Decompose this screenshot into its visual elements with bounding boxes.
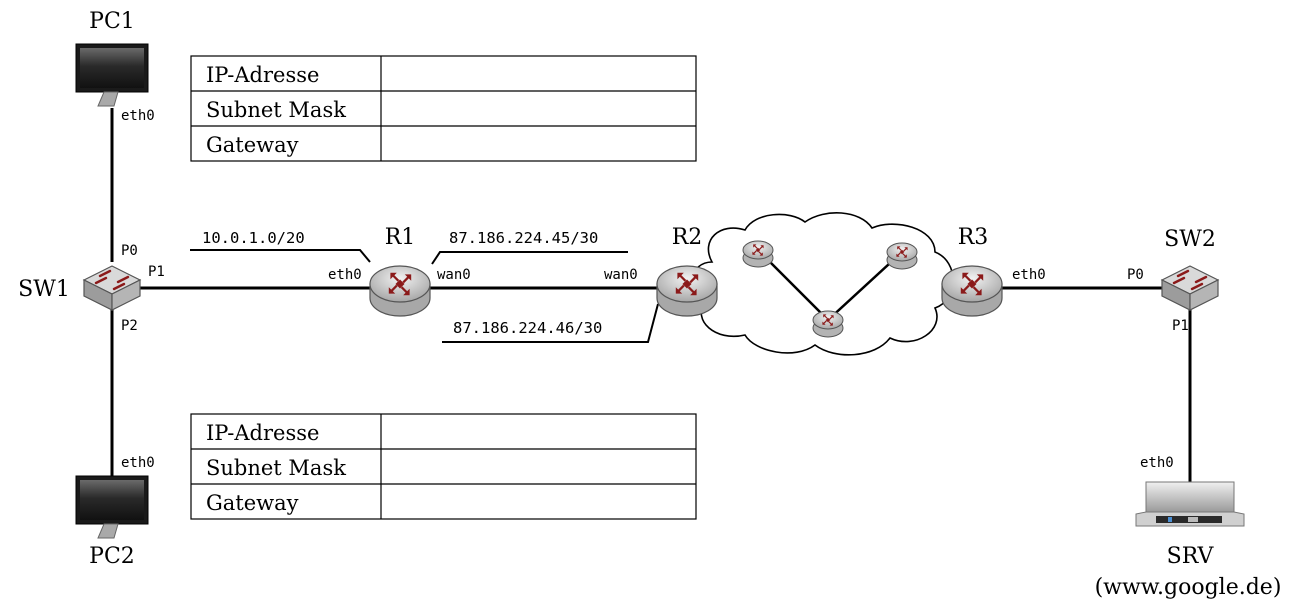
switch-sw2-icon (1160, 265, 1220, 311)
r1-label: R1 (385, 225, 416, 250)
pc1-label: PC1 (89, 9, 135, 34)
cloud-router-1 (742, 240, 774, 268)
r2-wan-label-line (442, 303, 659, 343)
config-bottom-label-mask: Subnet Mask (206, 456, 346, 480)
r2-port-wan0: wan0 (604, 267, 638, 283)
r3-label: R3 (958, 225, 989, 250)
sw1-port-p2: P2 (121, 318, 138, 334)
monitor-pc2-icon (75, 475, 149, 539)
pc2-port-eth0: eth0 (121, 455, 155, 471)
cloud-router-3 (886, 242, 918, 270)
config-table-top (190, 55, 697, 162)
config-top-label-ip: IP-Adresse (206, 63, 319, 87)
r1-wan-ip-label: 87.186.224.45/30 (449, 229, 598, 247)
server-srv-icon (1135, 481, 1245, 527)
r2-label: R2 (672, 225, 703, 250)
r3-port-eth0: eth0 (1012, 267, 1046, 283)
sw2-port-p1: P1 (1172, 318, 1189, 334)
sw2-label: SW2 (1164, 227, 1216, 252)
router-r2-icon (656, 265, 718, 317)
config-bottom-label-ip: IP-Adresse (206, 421, 319, 445)
config-table-bottom (190, 413, 697, 520)
monitor-pc1-icon (75, 43, 149, 107)
sw1-port-p0: P0 (121, 243, 138, 259)
config-top-label-mask: Subnet Mask (206, 98, 346, 122)
r1-port-wan0: wan0 (437, 267, 471, 283)
pc1-port-eth0: eth0 (121, 108, 155, 124)
network-label-lines (190, 249, 659, 343)
srv-hostname: (www.google.de) (1095, 575, 1282, 600)
r1-port-eth0: eth0 (328, 267, 362, 283)
lan-network-label: 10.0.1.0/20 (202, 229, 305, 247)
lan-label-line (190, 249, 371, 263)
pc2-label: PC2 (89, 544, 135, 569)
sw2-port-p0: P0 (1127, 267, 1144, 283)
config-top-label-gateway: Gateway (206, 133, 299, 157)
config-bottom-label-gateway: Gateway (206, 491, 299, 515)
router-r1-icon (369, 265, 431, 317)
cloud-router-2 (812, 310, 844, 338)
r1-wan-label-line (431, 251, 628, 265)
switch-sw1-icon (82, 265, 142, 311)
srv-port-eth0: eth0 (1140, 455, 1174, 471)
sw1-label: SW1 (18, 277, 70, 302)
srv-label: SRV (1167, 544, 1215, 569)
r2-wan-ip-label: 87.186.224.46/30 (453, 319, 602, 337)
links (110, 108, 1192, 490)
sw1-port-p1: P1 (148, 264, 165, 280)
router-r3-icon (941, 265, 1003, 317)
